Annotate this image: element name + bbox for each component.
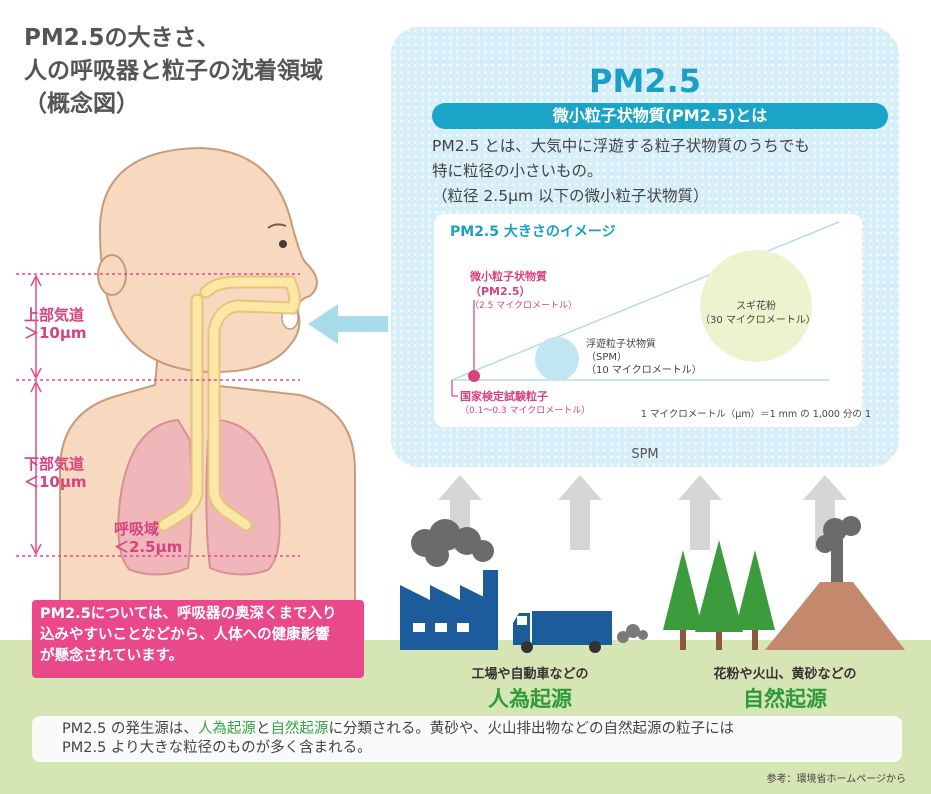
health-warning-box — [32, 600, 364, 678]
exhaust-icon — [617, 624, 648, 643]
human-respiratory-illustration — [16, 146, 356, 640]
natural-caption: 花粉や火山、黄砂などの — [713, 667, 857, 682]
size-comparison-diagram — [451, 221, 840, 397]
natural-source-illustration — [663, 516, 905, 650]
factory-icon — [400, 570, 498, 650]
panel-title: PM2.5 — [589, 62, 701, 100]
pm25-label: 微小粒子状物質 （PM2.5） （2.5 マイクロメートル） — [470, 270, 577, 311]
bronchus — [159, 295, 202, 530]
upper-airway-label: 上部気道 ＞10μm — [24, 306, 87, 342]
spm-bottom-label: SPM — [631, 447, 659, 462]
health-warning-text: PM2.5については、呼吸器の奥深くまで入り 込みやすいことなどから、人体への健… — [40, 606, 337, 664]
eyebrow — [267, 223, 287, 229]
rising-arrows — [438, 475, 847, 550]
panel-subtitle: 微小粒子状物質(PM2.5)とは — [432, 103, 888, 129]
cedar-tree-icon — [663, 540, 775, 632]
source-info-text: PM2.5 の発生源は、人為起源と自然起源に分類される。黄砂や、火山排出物などの… — [62, 721, 734, 756]
natural-title: 自然起源 — [743, 687, 827, 711]
inhale-arrow-icon — [308, 304, 388, 344]
truck-icon — [513, 611, 612, 653]
anthropogenic-source-illustration — [400, 519, 648, 653]
source-info-box — [32, 716, 902, 762]
pm25-particle — [468, 370, 480, 382]
arrow-up-icon — [803, 475, 847, 550]
test-particle-label: 国家検定試験粒子 （0.1〜0.3 マイクロメートル） — [460, 390, 591, 416]
size-guide-upper — [451, 221, 840, 381]
ear — [97, 254, 127, 296]
spm-label: 浮遊粒子状物質 （SPM） （10 マイクロメートル） — [586, 339, 702, 376]
lower-airway-label: 下部気道 ＜10μm — [24, 455, 87, 491]
spm-particle — [535, 337, 579, 381]
pollen-label: スギ花粉 （30 マイクロメートル） — [700, 301, 816, 326]
anthropogenic-caption: 工場や自動車などの — [471, 667, 589, 682]
page-title: PM2.5の大きさ、 人の呼吸器と粒子の沈着領域 （概念図） — [24, 25, 323, 117]
alveolar-label: 呼吸域 ＜2.5μm — [114, 520, 183, 556]
arrow-up-icon — [438, 475, 482, 550]
pollen-particle — [700, 250, 812, 362]
anthropogenic-title: 人為起源 — [488, 687, 572, 711]
arrow-up-icon — [558, 475, 602, 550]
reference-note: 参考：環境省ホームページから — [766, 774, 907, 785]
trachea — [201, 277, 300, 530]
eye — [279, 240, 287, 248]
panel-description: PM2.5 とは、大気中に浮遊する粒子状物質のうちでも 特に粒径の小さいもの。 … — [432, 137, 810, 205]
volcano-icon — [765, 582, 905, 650]
arrow-up-icon — [678, 475, 722, 550]
unit-note: 1 マイクロメートル（μm）＝1 mm の 1,000 分の 1 — [640, 409, 871, 420]
volcano-smoke-icon — [816, 516, 861, 590]
smoke-icon — [411, 519, 494, 567]
size-image-heading: PM2.5 大きさのイメージ — [450, 224, 616, 240]
right-lung — [205, 418, 281, 576]
